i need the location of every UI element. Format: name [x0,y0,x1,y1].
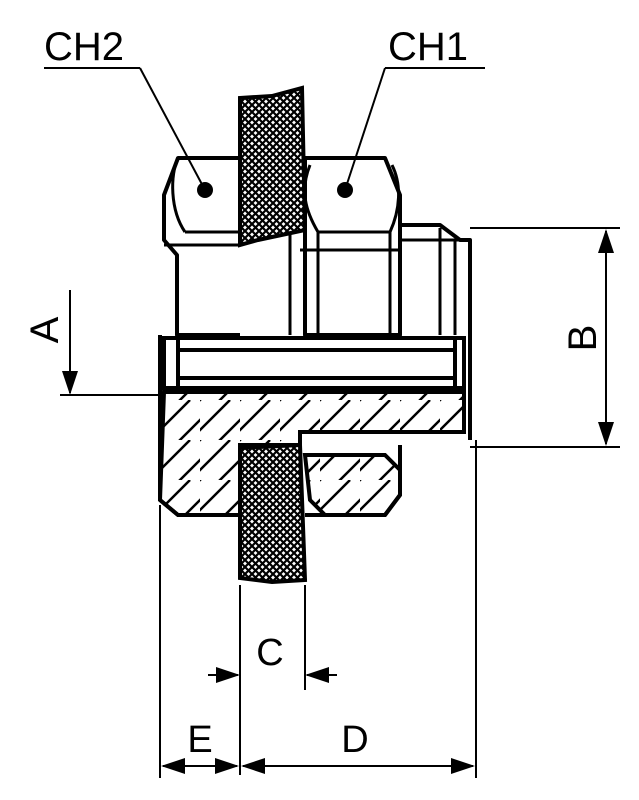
label-e: E [187,719,212,761]
dimension-c [208,585,337,775]
label-b: B [561,325,605,352]
label-c: C [256,632,283,674]
label-d: D [341,719,368,761]
panel-wall-top [238,85,308,248]
dimension-a [60,290,160,396]
panel-wall-bottom [238,442,308,585]
leaders [44,67,485,191]
dimension-d-e [159,440,477,778]
label-a: A [23,316,67,343]
label-ch1: CH1 [388,25,468,69]
hatched-lock-ring [302,453,402,517]
bore-channel [162,336,466,390]
label-ch2: CH2 [44,25,124,69]
dimension-b [470,227,620,448]
